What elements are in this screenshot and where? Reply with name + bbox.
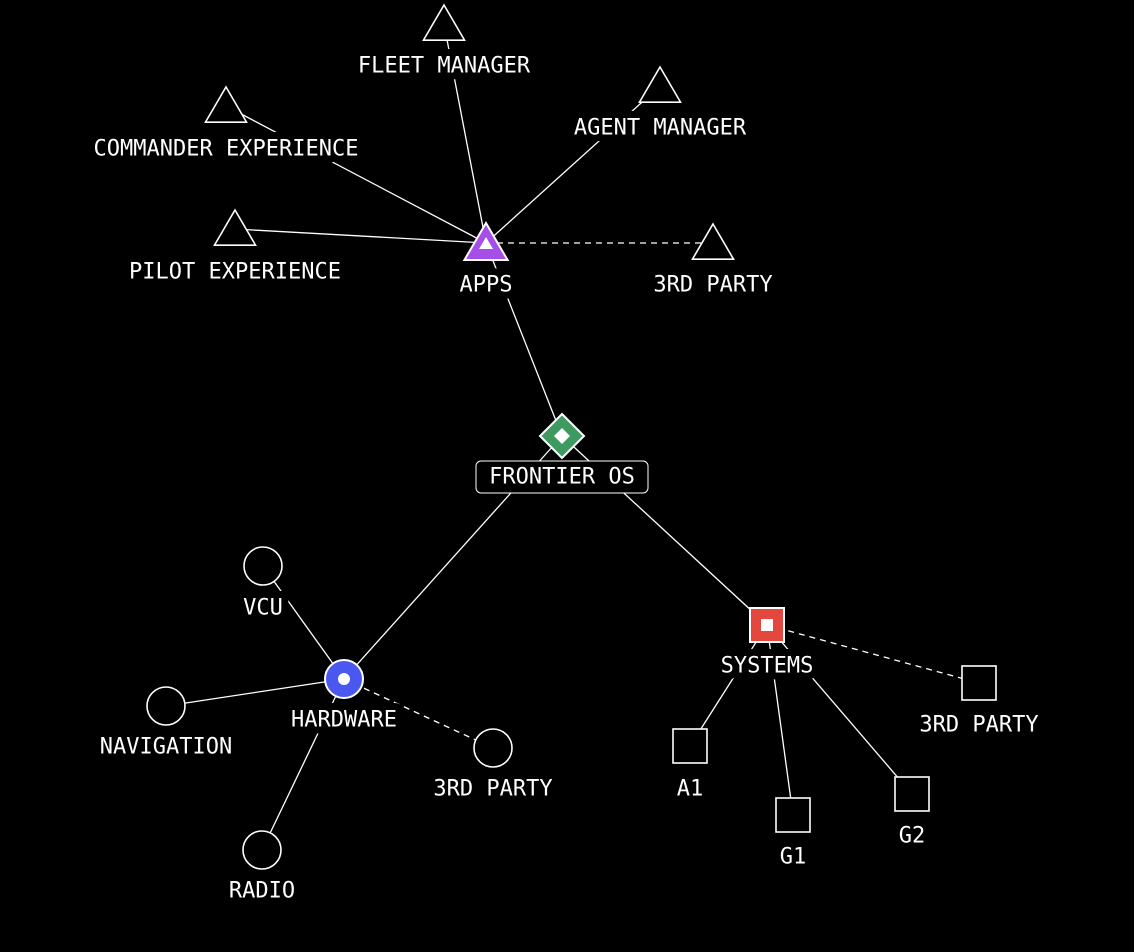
square-icon — [961, 665, 997, 701]
node-radio[interactable] — [242, 830, 282, 870]
node-sys3p[interactable] — [961, 665, 997, 701]
node-label-hw3p: 3RD PARTY — [433, 777, 552, 802]
triangle-icon — [422, 3, 466, 41]
node-label-fleet: FLEET MANAGER — [358, 54, 531, 79]
edge-core-apps — [485, 242, 563, 437]
diamond-inner-icon — [554, 428, 570, 444]
node-hw3p[interactable] — [473, 728, 513, 768]
node-g1[interactable] — [775, 797, 811, 833]
edge-hardware-radio — [261, 678, 345, 851]
circle-icon — [146, 686, 186, 726]
edge-systems-sys3p — [766, 624, 980, 684]
triangle-inner-icon — [479, 237, 493, 249]
circle-icon — [243, 546, 283, 586]
node-label-apps3p: 3RD PARTY — [653, 273, 772, 298]
node-label-radio: RADIO — [229, 879, 295, 904]
edge-apps-fleet — [443, 23, 487, 244]
circle-inner-icon — [338, 673, 350, 685]
node-a1[interactable] — [672, 728, 708, 764]
circle-icon — [242, 830, 282, 870]
node-g2[interactable] — [894, 776, 930, 812]
node-core[interactable] — [538, 412, 586, 460]
node-agent[interactable] — [638, 65, 682, 103]
node-label-nav: NAVIGATION — [100, 735, 232, 760]
node-fleet[interactable] — [422, 3, 466, 41]
edge-apps-commander — [225, 105, 487, 244]
triangle-icon — [638, 65, 682, 103]
node-label-core: FRONTIER OS — [489, 465, 635, 490]
node-apps3p[interactable] — [691, 222, 735, 260]
square-icon — [672, 728, 708, 764]
node-label-sys3p: 3RD PARTY — [919, 713, 1038, 738]
edge-hardware-vcu — [262, 565, 345, 680]
node-label-vcu: VCU — [243, 596, 283, 621]
edge-apps-agent — [485, 85, 661, 244]
node-pilot[interactable] — [213, 208, 257, 246]
node-label-systems: SYSTEMS — [721, 654, 814, 679]
edge-systems-g1 — [766, 624, 794, 816]
edge-apps-pilot — [234, 228, 487, 244]
node-label-hardware: HARDWARE — [291, 708, 397, 733]
square-icon — [894, 776, 930, 812]
node-nav[interactable] — [146, 686, 186, 726]
square-icon — [775, 797, 811, 833]
circle-icon — [473, 728, 513, 768]
node-hardware[interactable] — [324, 659, 364, 699]
node-commander[interactable] — [204, 85, 248, 123]
edge-systems-g2 — [766, 624, 913, 795]
triangle-icon — [204, 85, 248, 123]
core-label-box — [475, 460, 649, 494]
node-systems[interactable] — [749, 607, 785, 643]
node-label-agent: AGENT MANAGER — [574, 116, 747, 141]
edge-hardware-hw3p — [343, 678, 494, 749]
nodes-layer — [146, 3, 997, 870]
node-apps[interactable] — [462, 221, 510, 261]
node-label-pilot: PILOT EXPERIENCE — [129, 260, 341, 285]
node-vcu[interactable] — [243, 546, 283, 586]
node-label-commander: COMMANDER EXPERIENCE — [94, 137, 359, 162]
node-label-g2: G2 — [899, 824, 926, 849]
edge-systems-a1 — [689, 624, 768, 747]
square-inner-icon — [761, 619, 773, 631]
triangle-icon — [213, 208, 257, 246]
edge-hardware-nav — [165, 678, 345, 707]
triangle-icon — [691, 222, 735, 260]
node-label-apps: APPS — [460, 273, 513, 298]
node-label-a1: A1 — [677, 777, 704, 802]
node-label-g1: G1 — [780, 845, 807, 870]
